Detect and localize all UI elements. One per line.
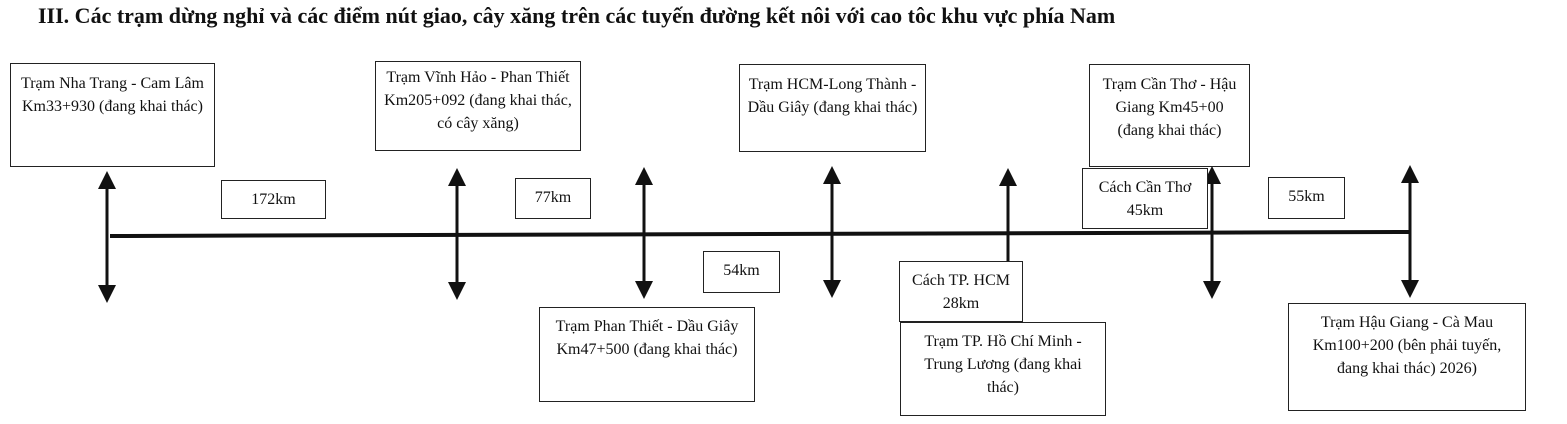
station-phan-thiet: Trạm Phan Thiết - Dầu Giây Km47+500 (đan… [539, 307, 755, 402]
distance-172km: 172km [221, 180, 326, 219]
expressway-line [109, 230, 1411, 238]
station-nha-trang: Trạm Nha Trang - Cam Lâm Km33+930 (đang … [10, 63, 215, 167]
distance-54km: 54km [703, 251, 780, 293]
station-vinh-hao: Trạm Vĩnh Hảo - Phan Thiết Km205+092 (đa… [375, 61, 581, 151]
station-hcm-long-thanh: Trạm HCM-Long Thành - Dầu Giây (đang kha… [739, 64, 926, 152]
page-title: III. Các trạm dừng nghỉ và các điểm nút … [38, 3, 1116, 28]
distance-hcm: Cách TP. HCM 28km [899, 261, 1023, 322]
distance-77km: 77km [515, 178, 591, 219]
distance-can-tho: Cách Cần Thơ 45km [1082, 168, 1208, 229]
station-hau-giang: Trạm Hậu Giang - Cà Mau Km100+200 (bên p… [1288, 303, 1526, 411]
station-can-tho: Trạm Cần Thơ - Hậu Giang Km45+00 (đang k… [1089, 64, 1250, 167]
distance-55km: 55km [1268, 177, 1345, 219]
station-hcm-trung-luong: Trạm TP. Hồ Chí Minh - Trung Lương (đang… [900, 322, 1106, 416]
